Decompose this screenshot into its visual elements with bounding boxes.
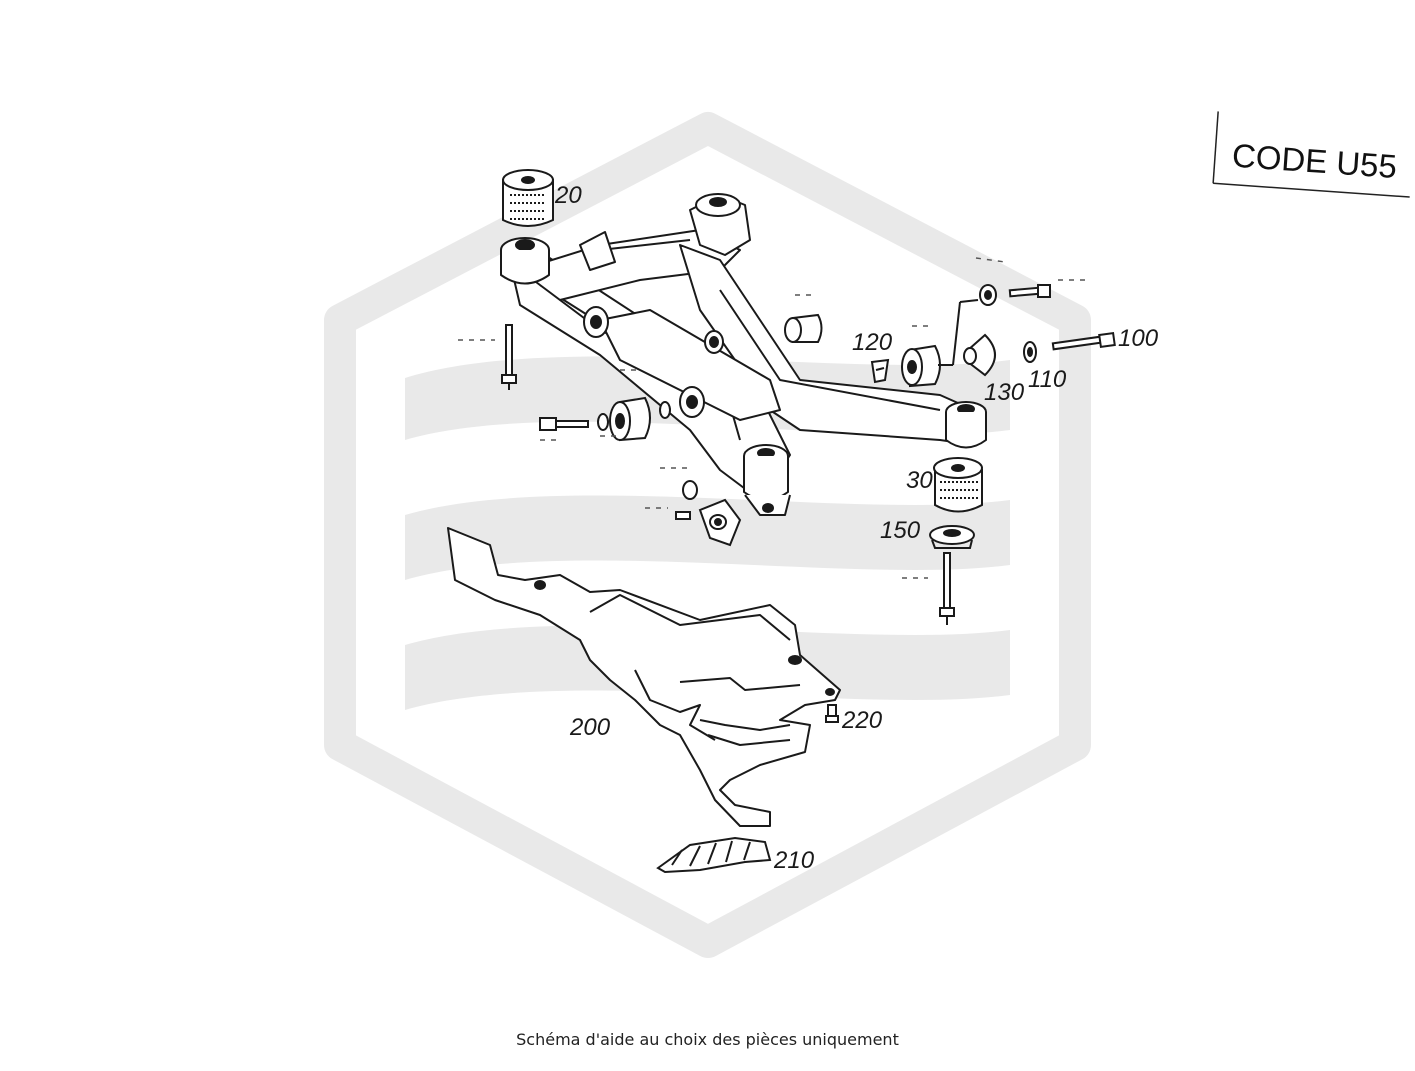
callouts: 20 120 100 110 130 30 150 200 220 210 (554, 182, 1159, 874)
bolt-100 (1051, 331, 1116, 351)
callout-200: 200 (569, 714, 611, 741)
callout-220: 220 (841, 707, 883, 734)
code-box: CODE U55 (1212, 111, 1410, 198)
callout-110: 110 (1028, 366, 1067, 393)
grille-210 (656, 836, 772, 874)
bolt-left (501, 324, 517, 390)
bushing-130 (901, 299, 996, 388)
rear-bracket (675, 480, 742, 547)
callout-120: 120 (852, 329, 893, 356)
callout-130: 130 (984, 379, 1025, 406)
shield-200 (447, 527, 841, 827)
callout-150: 150 (880, 517, 921, 544)
clip-220 (825, 704, 839, 723)
callout-30: 30 (906, 467, 933, 494)
clip-120 (870, 358, 890, 384)
bolt-upper-right (979, 284, 1051, 306)
callout-20: 20 (554, 182, 582, 209)
washer-150 (929, 525, 975, 549)
callout-100: 100 (1118, 325, 1159, 352)
washer-110 (1023, 341, 1037, 363)
subframe (500, 193, 987, 516)
callout-210: 210 (773, 847, 815, 874)
bushing-small (784, 313, 823, 343)
bolt-150 (939, 552, 955, 625)
bolt-bushing-left (539, 396, 671, 442)
code-label: CODE U55 (1231, 137, 1398, 185)
bushing-20 (502, 169, 554, 227)
bushing-30 (933, 457, 983, 513)
alignment-dashes (458, 257, 1090, 579)
caption: Schéma d'aide au choix des pièces unique… (516, 1030, 899, 1049)
